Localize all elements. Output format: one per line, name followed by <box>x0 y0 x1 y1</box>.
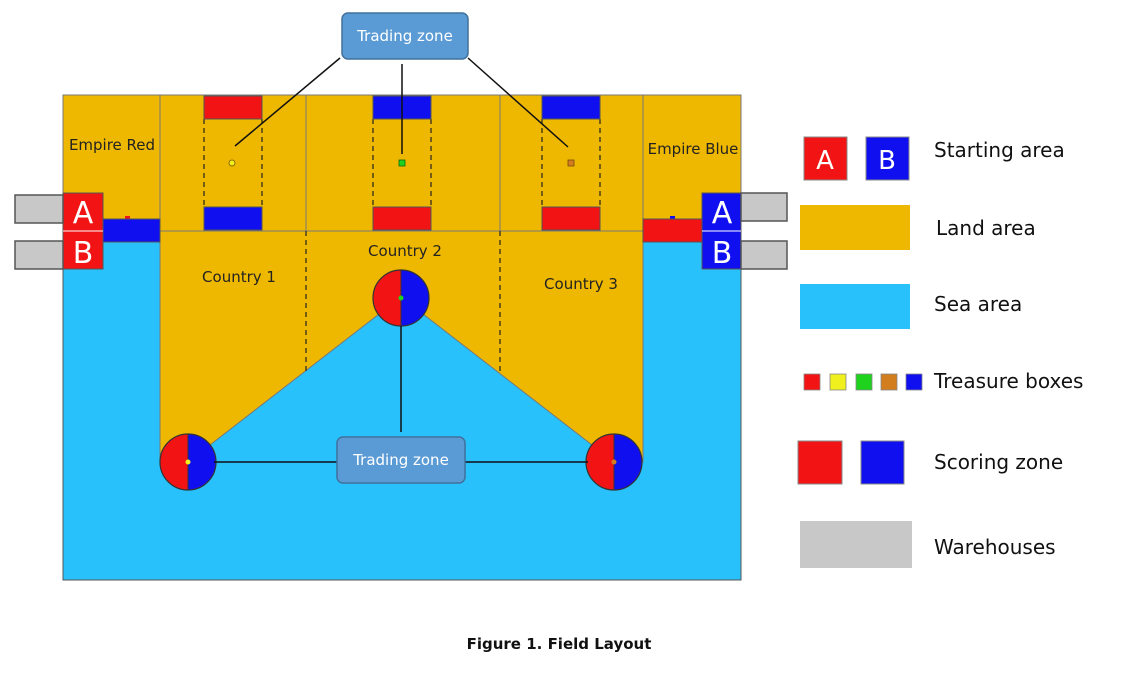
legend-warehouses-label: Warehouses <box>934 535 1056 559</box>
legend-treasure-blue <box>905 373 923 391</box>
label-country-3: Country 3 <box>544 275 618 293</box>
legend-sea-area: Sea area <box>800 284 1022 329</box>
red-side-strip <box>102 218 161 243</box>
legend: A B Starting area Land area Sea area Tre… <box>797 136 1083 568</box>
zone-blue-bottom-1 <box>203 206 263 231</box>
figure-caption: Figure 1. Field Layout <box>467 635 652 653</box>
legend-land-swatch <box>800 205 910 250</box>
treasure-blue-small <box>670 216 675 220</box>
legend-start-blue-swatch <box>865 136 910 181</box>
legend-land-area-label: Land area <box>936 216 1036 240</box>
legend-land-area: Land area <box>800 205 1036 250</box>
label-country-2: Country 2 <box>368 242 442 260</box>
legend-start-letter-b: B <box>878 146 896 176</box>
red-start-letter-b: B <box>73 236 94 271</box>
treasure-red-small <box>125 216 130 220</box>
legend-start-red-swatch <box>803 136 848 181</box>
warehouse-blue-bottom <box>740 240 788 270</box>
treasure-yellow <box>228 159 236 167</box>
treasure-green <box>398 159 406 167</box>
callout-bottom-text: Trading zone <box>352 451 449 469</box>
zone-blue-top-3 <box>541 95 601 120</box>
warehouse-red-bottom <box>14 240 64 270</box>
legend-treasure-yellow <box>829 373 847 391</box>
blue-start-letter-b: B <box>712 236 733 271</box>
zone-red-top-1 <box>203 95 263 120</box>
label-empire-red: Empire Red <box>69 136 155 154</box>
legend-warehouses: Warehouses <box>800 521 1056 568</box>
legend-sea-swatch <box>800 284 910 329</box>
legend-scoring-red-swatch <box>797 440 843 485</box>
callout-top: Trading zone <box>341 12 469 60</box>
warehouse-blue-top <box>740 192 788 222</box>
scoring-circle-top <box>372 269 430 327</box>
legend-treasure-red <box>803 373 821 391</box>
blue-start-letter-a: A <box>712 196 733 231</box>
legend-sea-area-label: Sea area <box>934 292 1022 316</box>
blue-side-strip <box>642 218 703 243</box>
legend-scoring-zone-label: Scoring zone <box>934 450 1063 474</box>
legend-treasure-boxes-label: Treasure boxes <box>933 369 1083 393</box>
label-country-1: Country 1 <box>202 268 276 286</box>
legend-scoring-zone: Scoring zone <box>797 440 1063 485</box>
label-empire-blue: Empire Blue <box>648 140 739 158</box>
red-start-letter-a: A <box>73 196 94 231</box>
legend-starting-area-label: Starting area <box>934 138 1065 162</box>
legend-treasure-boxes: Treasure boxes <box>803 369 1083 393</box>
legend-scoring-blue-swatch <box>860 440 905 485</box>
callout-top-text: Trading zone <box>356 27 453 45</box>
treasure-orange <box>567 159 575 167</box>
callout-bottom: Trading zone <box>336 436 466 484</box>
legend-start-letter-a: A <box>816 146 834 176</box>
legend-treasure-green <box>855 373 873 391</box>
scoring-circle-right <box>585 433 643 491</box>
scoring-circle-left <box>159 433 217 491</box>
zone-red-bottom-2 <box>372 206 432 231</box>
zone-red-bottom-3 <box>541 206 601 231</box>
callout-connectors <box>214 57 588 463</box>
legend-warehouse-swatch <box>800 521 912 568</box>
legend-treasure-orange <box>880 373 898 391</box>
legend-starting-area: A B Starting area <box>803 136 1065 181</box>
warehouse-red-top <box>14 194 64 224</box>
